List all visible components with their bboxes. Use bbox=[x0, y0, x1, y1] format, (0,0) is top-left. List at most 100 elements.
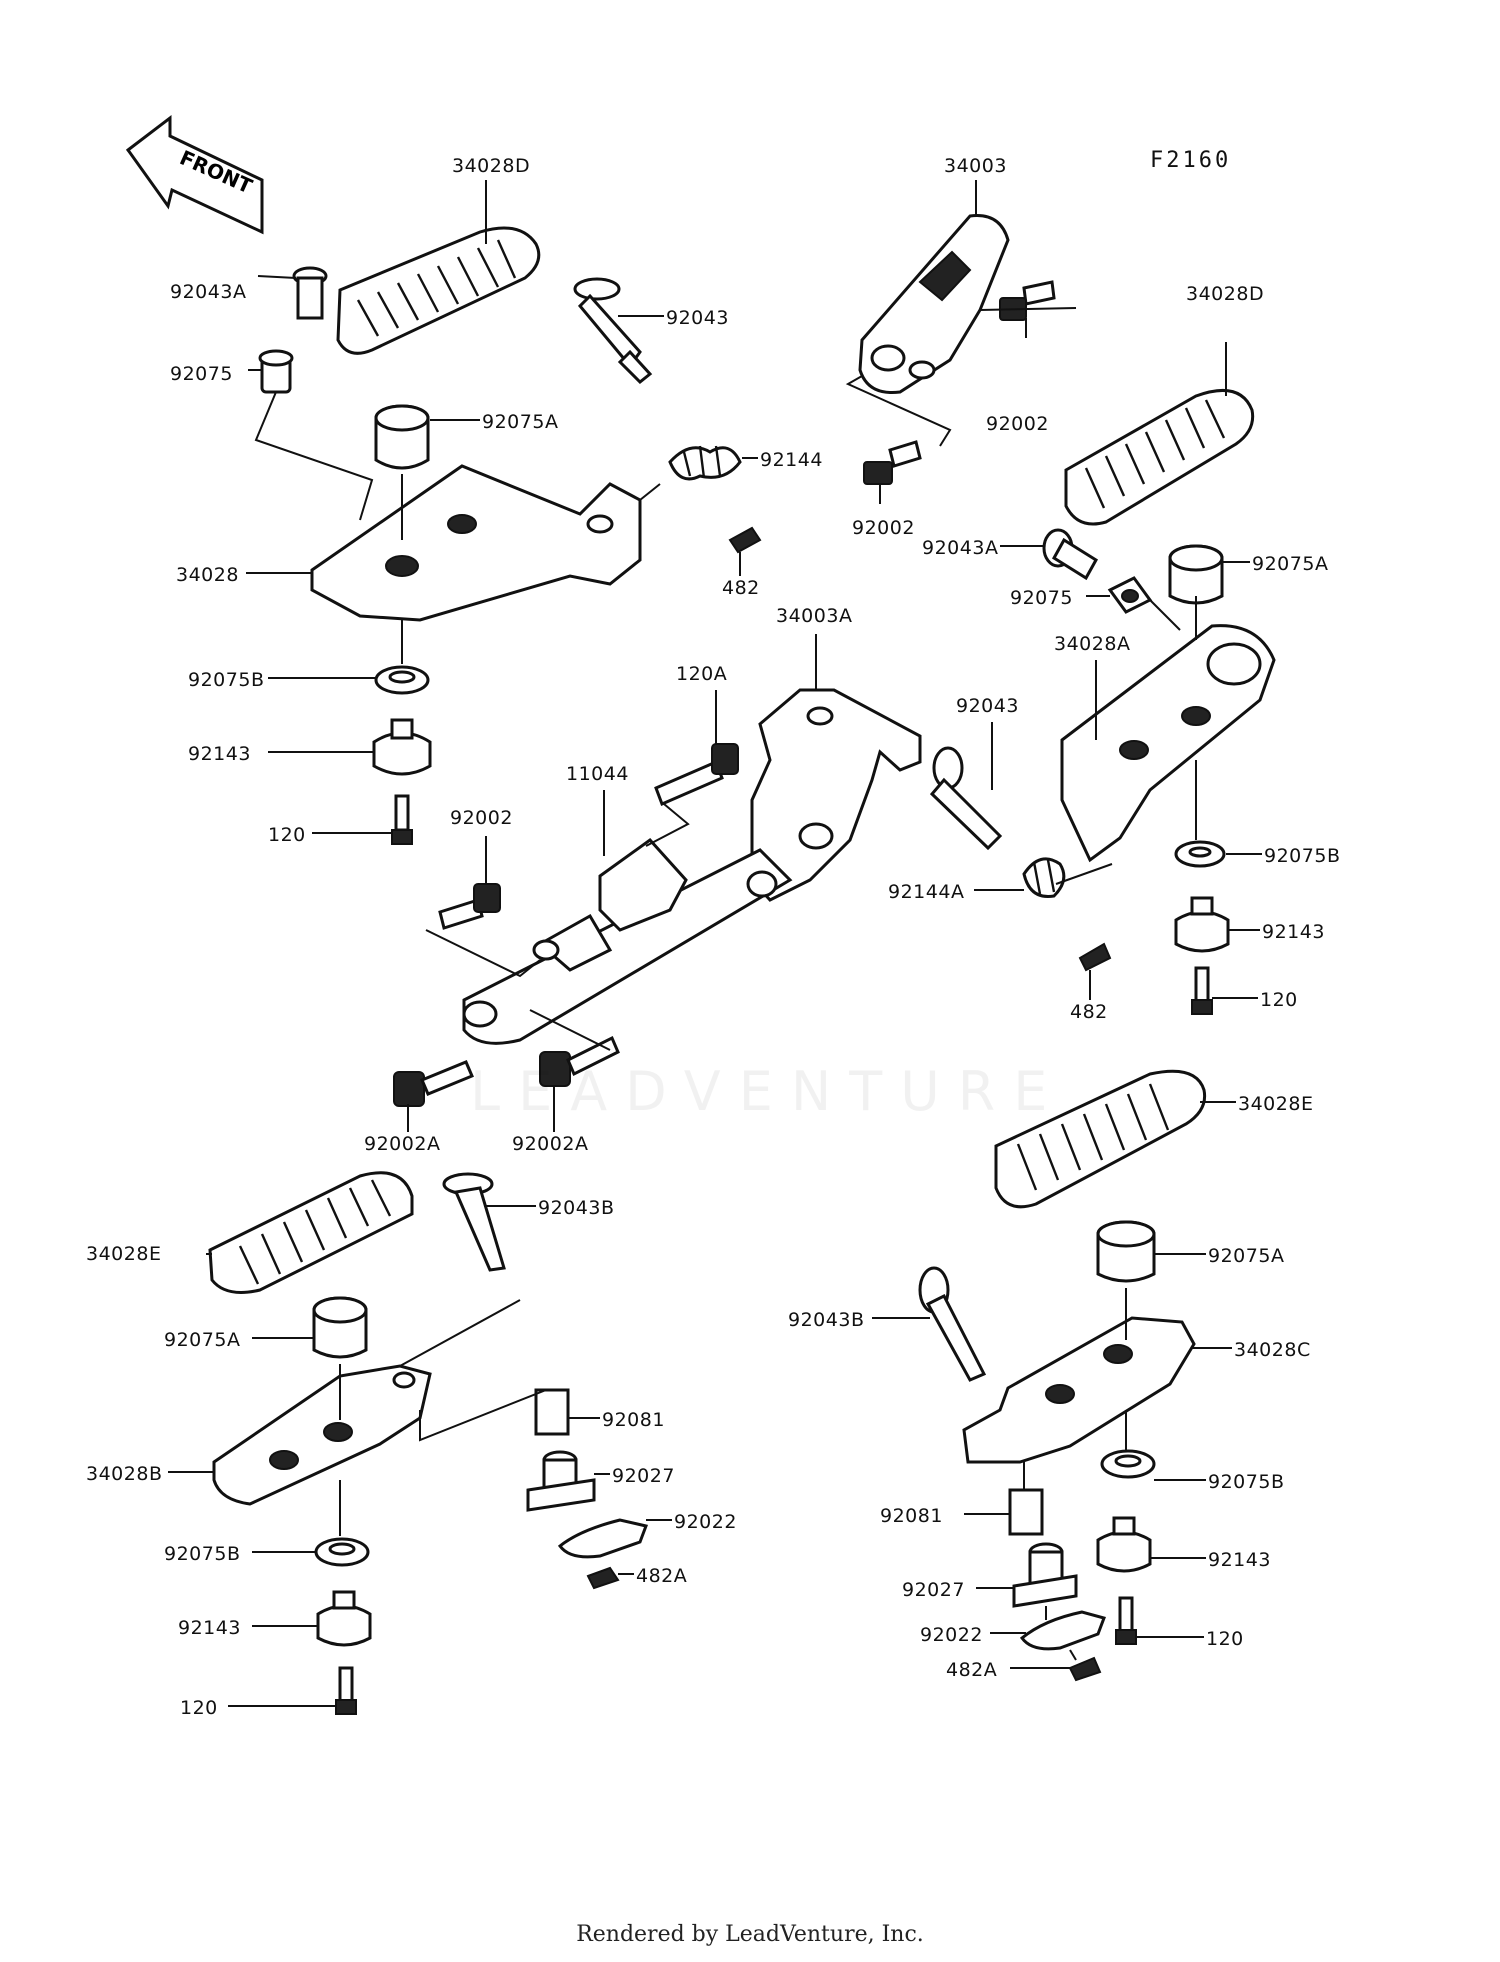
footpeg-rubber-lower-left bbox=[208, 1171, 414, 1294]
label-92027-right: 92027 bbox=[902, 1579, 965, 1601]
footpeg-rubber-lower-right bbox=[994, 1069, 1207, 1209]
clip-482a-right bbox=[1068, 1656, 1102, 1682]
crossbar-11044 bbox=[462, 837, 793, 1045]
label-92002-center: 92002 bbox=[450, 807, 513, 829]
spring-92081-right bbox=[1008, 1488, 1044, 1536]
pin-92043-right bbox=[929, 746, 1003, 851]
label-92075-right: 92075 bbox=[1010, 587, 1073, 609]
spring-92081-left bbox=[534, 1388, 570, 1436]
label-92075b-top-left: 92075B bbox=[188, 669, 265, 691]
damper-92075a-top-left bbox=[374, 404, 430, 470]
label-482a-left: 482A bbox=[636, 1565, 688, 1587]
label-482a-right: 482A bbox=[946, 1659, 998, 1681]
label-34028b: 34028B bbox=[86, 1463, 163, 1485]
pin-92043-top bbox=[573, 277, 653, 385]
label-92143-lower-right: 92143 bbox=[1208, 1549, 1271, 1571]
damper-92075a-top-right bbox=[1168, 544, 1224, 605]
label-92075b-lower-left: 92075B bbox=[164, 1543, 241, 1565]
label-34028a: 34028A bbox=[1054, 633, 1131, 655]
bolt-92002-center bbox=[438, 883, 501, 930]
spring-92144 bbox=[668, 445, 742, 481]
washer-92075b-top-left bbox=[374, 665, 430, 695]
washer-92075b-lower-right bbox=[1100, 1449, 1156, 1479]
label-92043-top: 92043 bbox=[666, 307, 729, 329]
label-92022-left: 92022 bbox=[674, 1511, 737, 1533]
label-92075a-top-right: 92075A bbox=[1252, 553, 1329, 575]
bolt-120-right-upper bbox=[1191, 966, 1213, 1015]
label-482-top: 482 bbox=[722, 577, 760, 599]
pin-92043b-right bbox=[918, 1266, 987, 1382]
clip-482-top bbox=[728, 526, 762, 554]
bolt-120-top-left bbox=[391, 794, 413, 845]
label-92081-right: 92081 bbox=[880, 1505, 943, 1527]
spring-92144a bbox=[1022, 857, 1066, 899]
nut-92143-lower-left bbox=[316, 1590, 372, 1647]
bushing-92075-left bbox=[258, 349, 294, 394]
main-bracket-34003a bbox=[750, 688, 922, 902]
damper-92075a-lower-left bbox=[312, 1296, 368, 1359]
label-92075b-lower-right: 92075B bbox=[1208, 1471, 1285, 1493]
label-34028c: 34028C bbox=[1234, 1339, 1311, 1361]
label-34003a: 34003A bbox=[776, 605, 853, 627]
label-120-lower-right: 120 bbox=[1206, 1628, 1244, 1650]
damper-92075a-lower-right bbox=[1096, 1220, 1156, 1283]
footpeg-bracket-34028 bbox=[310, 464, 642, 622]
label-92043b-left: 92043B bbox=[538, 1197, 615, 1219]
pin-92043a-left bbox=[292, 266, 328, 320]
label-34003: 34003 bbox=[944, 155, 1007, 177]
footpeg-rubber-top-left bbox=[336, 226, 541, 355]
label-92022-right: 92022 bbox=[920, 1624, 983, 1646]
front-arrow-icon bbox=[125, 114, 264, 235]
label-34028: 34028 bbox=[176, 564, 239, 586]
washer-92075b-right bbox=[1174, 840, 1226, 868]
diagram-code: F2160 bbox=[1150, 148, 1232, 173]
label-34028e-left: 34028E bbox=[86, 1243, 162, 1265]
label-92075-left: 92075 bbox=[170, 363, 233, 385]
bolt-92002-right-upper bbox=[999, 280, 1056, 321]
plate-92022-right bbox=[1019, 1610, 1106, 1651]
footer-credit: Rendered by LeadVenture, Inc. bbox=[576, 1922, 924, 1947]
label-92143-top-left: 92143 bbox=[188, 743, 251, 765]
label-92043a-left: 92043A bbox=[170, 281, 247, 303]
clip-482a-left bbox=[586, 1566, 620, 1590]
footpeg-bracket-34028c bbox=[962, 1316, 1196, 1464]
label-92143-right-upper: 92143 bbox=[1262, 921, 1325, 943]
label-92027-left: 92027 bbox=[612, 1465, 675, 1487]
label-92043b-right: 92043B bbox=[788, 1309, 865, 1331]
clip-482-right bbox=[1078, 942, 1112, 972]
watermark: LEADVENTURE bbox=[470, 1060, 1066, 1123]
plate-92022-left bbox=[557, 1518, 649, 1559]
label-482-right: 482 bbox=[1070, 1001, 1108, 1023]
pin-92043b-left bbox=[442, 1172, 506, 1272]
label-92002-right-lower: 92002 bbox=[852, 517, 915, 539]
bolt-120-lower-right bbox=[1115, 1596, 1137, 1645]
nut-92143-top-left bbox=[372, 718, 432, 776]
label-120-top-left: 120 bbox=[268, 824, 306, 846]
nut-92143-right-upper bbox=[1174, 896, 1230, 953]
footpeg-bracket-34028a bbox=[1060, 624, 1276, 863]
label-92143-lower-left: 92143 bbox=[178, 1617, 241, 1639]
rear-bracket-34003 bbox=[858, 214, 1010, 395]
nut-92143-lower-right bbox=[1096, 1516, 1152, 1573]
label-34028e-right: 34028E bbox=[1238, 1093, 1314, 1115]
label-92043-right: 92043 bbox=[956, 695, 1019, 717]
pin-92043a-right bbox=[1042, 528, 1099, 581]
label-120-right-upper: 120 bbox=[1260, 989, 1298, 1011]
label-92144: 92144 bbox=[760, 449, 823, 471]
label-92075a-top-left: 92075A bbox=[482, 411, 559, 433]
label-92075a-lower-right: 92075A bbox=[1208, 1245, 1285, 1267]
label-92002-right-upper: 92002 bbox=[986, 413, 1049, 435]
label-92002a-left: 92002A bbox=[364, 1133, 441, 1155]
label-120a: 120A bbox=[676, 663, 728, 685]
bolt-92002-right-lower bbox=[863, 440, 922, 485]
label-92002a-right: 92002A bbox=[512, 1133, 589, 1155]
footpeg-bracket-34028b bbox=[212, 1364, 432, 1506]
leader-lines bbox=[168, 180, 1262, 1707]
bolt-92002a-left bbox=[393, 1060, 474, 1107]
label-92075b-right: 92075B bbox=[1264, 845, 1341, 867]
label-34028d-left: 34028D bbox=[452, 155, 531, 177]
plunger-92027-right bbox=[1012, 1542, 1078, 1608]
label-92075a-lower-left: 92075A bbox=[164, 1329, 241, 1351]
